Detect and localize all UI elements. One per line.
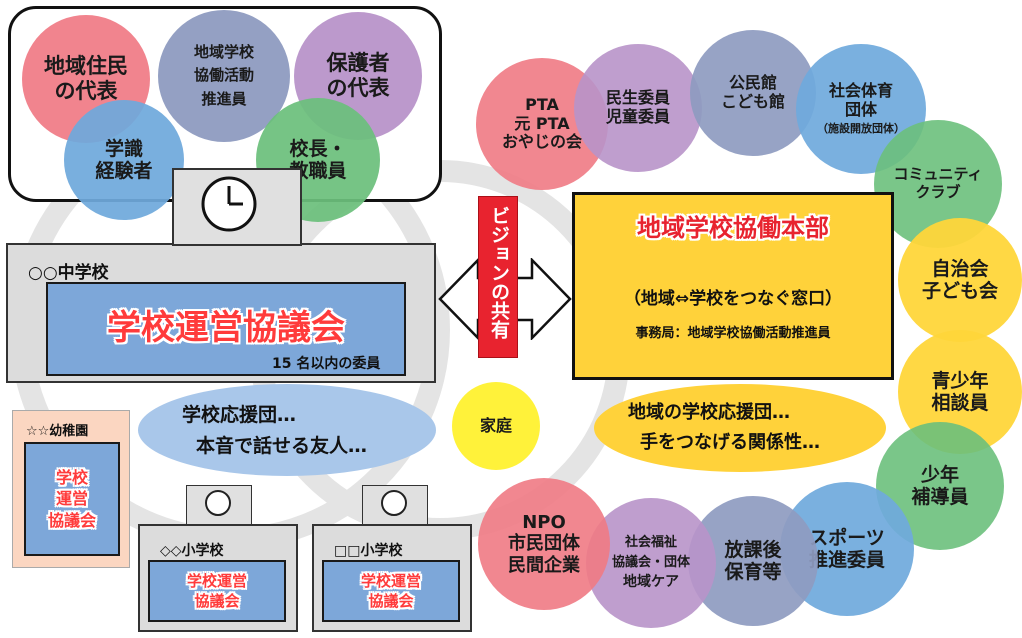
elementary1-council: 学校運営 協議会 xyxy=(148,560,286,622)
member-coordinator: 地域学校 協働活動 推進員 xyxy=(158,10,290,142)
group-sports-promotion-line1: スポーツ xyxy=(809,526,885,549)
group-social-welfare-line3: 地域ケア xyxy=(623,574,679,590)
group-youth-counselor-line2: 相談員 xyxy=(931,392,989,414)
member-experts-line1: 学識 xyxy=(104,137,143,160)
elementary2-council-line2: 協議会 xyxy=(368,592,414,610)
clock-icon xyxy=(201,176,257,232)
group-pta-line3: おやじの会 xyxy=(501,132,582,152)
group-welfare-commissioner-line1: 民生委員 xyxy=(605,88,670,108)
headquarters-subtitle: （地域⇔学校をつなぐ窓口） xyxy=(623,289,843,309)
support-ellipse-left xyxy=(138,384,436,476)
elementary1-council-line1: 学校運営 xyxy=(186,571,247,590)
group-welfare-commissioner: 民生委員 児童委員 xyxy=(574,44,702,172)
group-pta-line1: PTA xyxy=(525,94,559,114)
group-npo-line2: 市民団体 xyxy=(508,533,580,555)
group-social-sports-line2: 団体 xyxy=(844,99,877,119)
headquarters-title: 地域学校協働本部 xyxy=(637,214,829,242)
kindergarten-council-line2: 運営 xyxy=(55,489,88,509)
elementary1-name: ◇◇小学校 xyxy=(160,543,224,559)
group-community-club-line1: コミュニティ xyxy=(893,165,983,184)
main-school-member-limit: 15 名以内の委員 xyxy=(272,356,381,372)
vision-label: ビジョンの共有 xyxy=(487,206,510,339)
member-principal-line2: 教職員 xyxy=(289,160,347,182)
elementary2-clock-icon xyxy=(381,490,407,516)
group-social-welfare: 社会福祉 協議会・団体 地域ケア xyxy=(586,498,716,628)
support-ellipse-right xyxy=(594,384,886,472)
kindergarten-council: 学校 運営 協議会 xyxy=(24,442,120,556)
member-experts: 学識 経験者 xyxy=(64,100,184,220)
group-juvenile-guidance: 少年 補導員 xyxy=(876,422,1004,550)
group-after-school-line2: 保育等 xyxy=(724,561,782,583)
group-neighborhood-line2: 子ども会 xyxy=(921,280,998,302)
vision-label-box xyxy=(478,196,518,358)
member-principal-line1: 校長・ xyxy=(289,137,347,160)
group-sports-promotion-line2: 推進委員 xyxy=(808,549,885,571)
kindergarten-council-line1: 学校 xyxy=(55,467,88,487)
support-left-line1: 学校応援団… xyxy=(182,404,297,426)
group-npo: NPO 市民団体 民間企業 xyxy=(478,478,610,610)
home-circle: 家庭 xyxy=(452,382,540,470)
group-npo-line1: NPO xyxy=(522,512,566,534)
group-pta-line2: 元 PTA xyxy=(514,113,570,133)
group-neighborhood-line1: 自治会 xyxy=(931,257,989,280)
elementary1-council-line2: 協議会 xyxy=(194,592,240,610)
main-school-name: ○○中学校 xyxy=(28,263,109,283)
elementary2-council: 学校運営 協議会 xyxy=(322,560,460,622)
kindergarten-council-line3: 協議会 xyxy=(47,510,96,530)
member-residents-line1: 地域住民 xyxy=(44,54,128,79)
group-community-center: 公民館 こども館 xyxy=(690,30,816,156)
group-community-center-line1: 公民館 xyxy=(728,73,777,93)
member-experts-line2: 経験者 xyxy=(95,160,153,182)
elementary2-council-line1: 学校運営 xyxy=(360,571,421,590)
group-social-welfare-line1: 社会福祉 xyxy=(624,535,677,550)
elementary1-clock-icon xyxy=(205,490,231,516)
elementary2-name: □□小学校 xyxy=(334,543,403,559)
group-youth-counselor-line1: 青少年 xyxy=(931,369,989,392)
headquarters-office: 事務局：地域学校協働活動推進員 xyxy=(635,326,831,341)
member-coordinator-line1: 地域学校 xyxy=(193,43,254,62)
member-guardians-line2: の代表 xyxy=(326,76,390,100)
group-after-school-line1: 放課後 xyxy=(724,538,782,561)
group-juvenile-guidance-line2: 補導員 xyxy=(911,486,969,508)
group-juvenile-guidance-line1: 少年 xyxy=(920,463,959,486)
group-community-club-line2: クラブ xyxy=(915,183,961,201)
group-social-welfare-line2: 協議会・団体 xyxy=(611,554,690,570)
member-guardians-line1: 保護者 xyxy=(326,51,390,76)
member-coordinator-line2: 協働活動 xyxy=(193,66,254,85)
support-right-line2: 手をつなげる関係性… xyxy=(640,432,820,453)
group-neighborhood: 自治会 子ども会 xyxy=(898,218,1022,342)
group-social-sports-line3: （施設開放団体） xyxy=(817,122,905,136)
group-community-center-line2: こども館 xyxy=(720,92,785,111)
support-left-line2: 本音で話せる友人… xyxy=(196,435,368,457)
group-npo-line3: 民間企業 xyxy=(508,554,580,576)
member-coordinator-line3: 推進員 xyxy=(201,89,247,108)
home-label: 家庭 xyxy=(479,415,512,435)
member-residents-line2: の代表 xyxy=(54,79,118,103)
group-social-sports-line1: 社会体育 xyxy=(828,80,893,100)
kindergarten-name: ☆☆幼稚園 xyxy=(26,424,89,439)
main-school-council-panel: 学校運営協議会 xyxy=(46,282,406,376)
main-school-council-title: 学校運営協議会 xyxy=(107,307,345,348)
support-right-line1: 地域の学校応援団… xyxy=(628,402,790,423)
headquarters-box xyxy=(572,192,894,380)
group-welfare-commissioner-line2: 児童委員 xyxy=(605,107,670,126)
